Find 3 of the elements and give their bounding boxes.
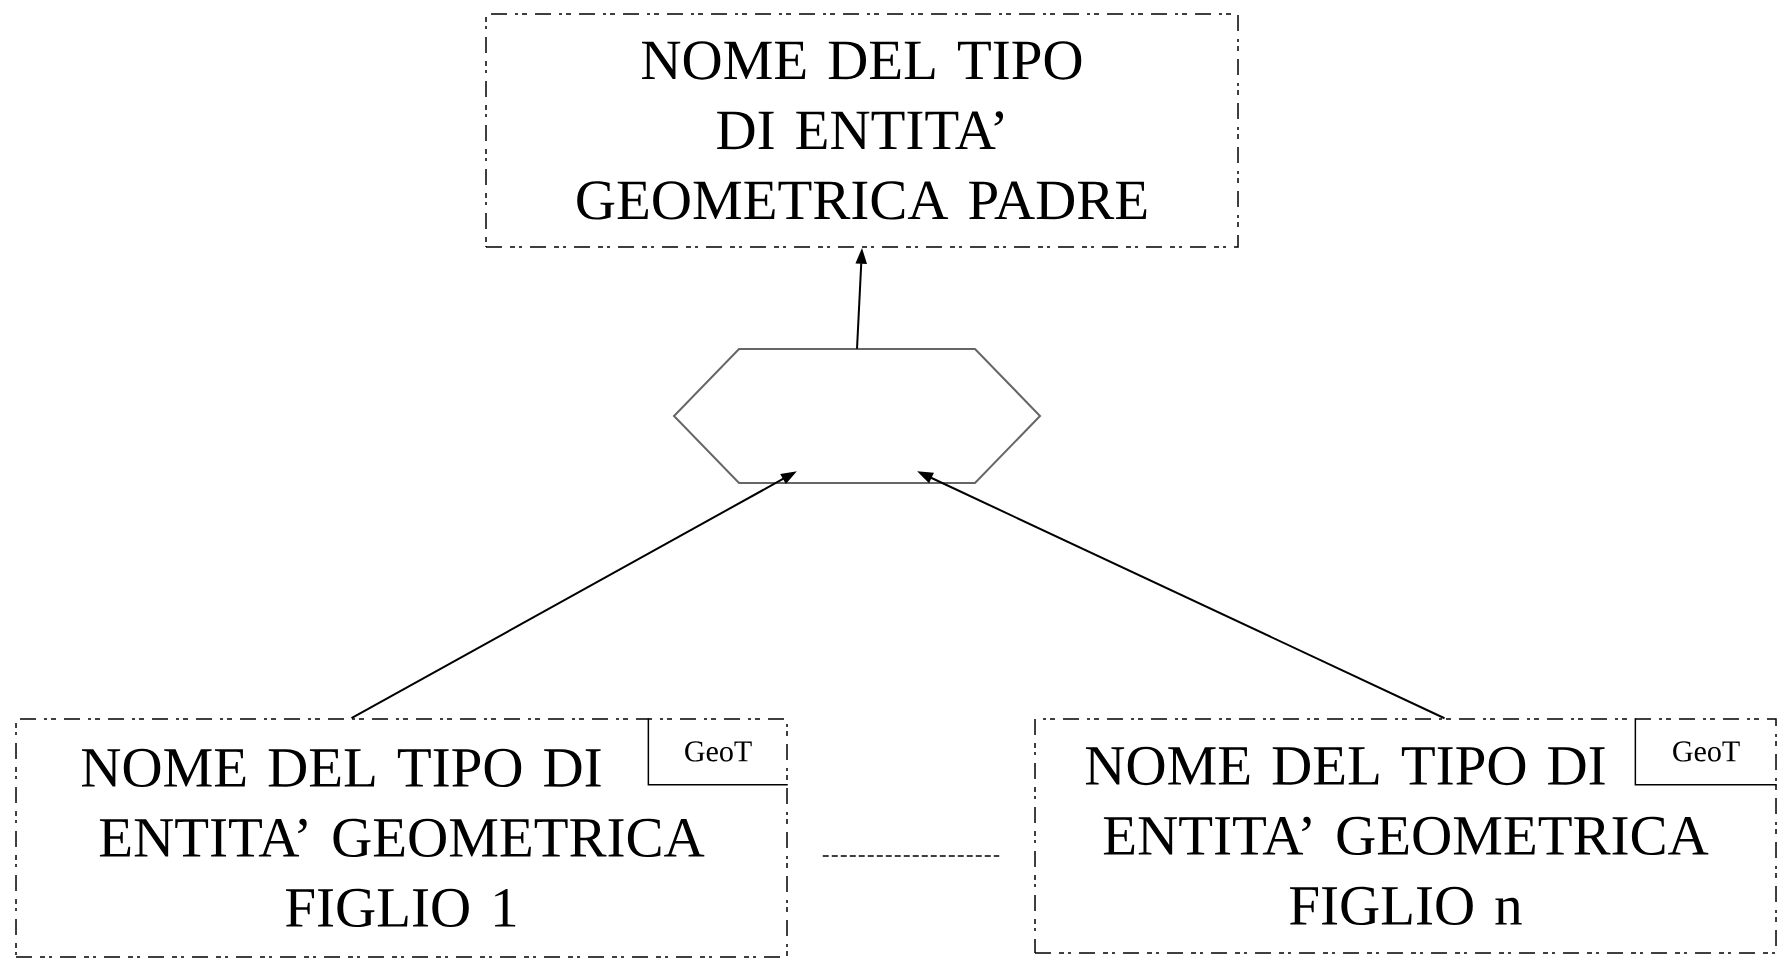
tag-box: GeoT xyxy=(1634,717,1778,786)
entity-box: NOME DEL TIPO DI ENTITA’ GEOMETRICA PADRE xyxy=(485,13,1239,248)
tag-box: GeoT xyxy=(647,717,789,786)
